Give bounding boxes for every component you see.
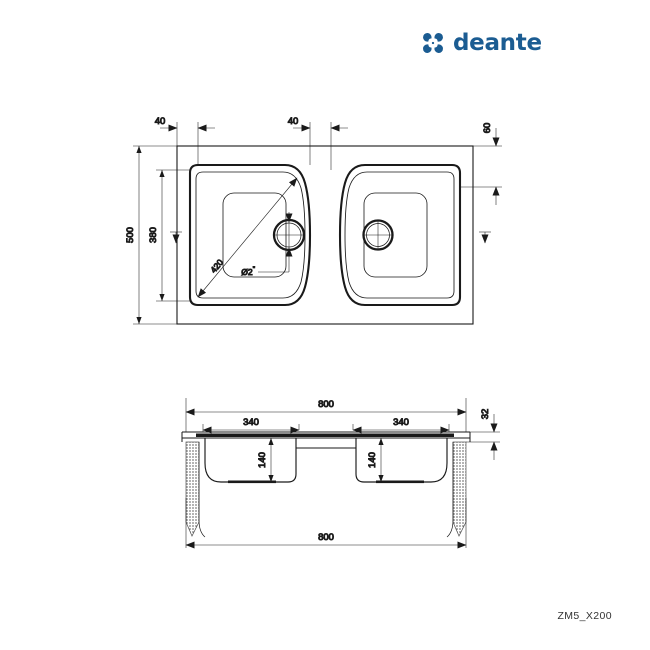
dim-420-diagonal bbox=[197, 177, 298, 298]
dim-label-60: 60 bbox=[482, 123, 493, 134]
part-code-label: ZM5_X200 bbox=[557, 610, 612, 622]
dim-800-top bbox=[185, 398, 467, 432]
right-bowl-base-line bbox=[376, 480, 424, 484]
dim-label-140-right: 140 bbox=[367, 452, 378, 468]
left-bowl-base-line bbox=[228, 480, 276, 484]
center-divider bbox=[295, 438, 357, 449]
deante-pinwheel-icon bbox=[423, 33, 443, 53]
right-drain-hole bbox=[362, 219, 394, 251]
left-bowl-outline bbox=[188, 163, 312, 307]
left-mounting-bracket bbox=[185, 441, 200, 537]
right-mounting-bracket bbox=[452, 441, 467, 537]
right-bowl-outline bbox=[338, 163, 462, 307]
dim-label-800-bottom: 800 bbox=[318, 532, 334, 543]
dim-140-left bbox=[268, 438, 274, 482]
dim-340-left bbox=[202, 424, 300, 434]
dim-800-bottom bbox=[185, 498, 467, 549]
center-tick-right bbox=[479, 231, 491, 244]
top-view: 40 40 60 bbox=[125, 116, 502, 325]
dim-40-left bbox=[160, 122, 215, 165]
left-bowl-section bbox=[204, 438, 297, 483]
dim-label-380: 380 bbox=[148, 227, 159, 243]
dim-label-40-center: 40 bbox=[288, 116, 299, 127]
brand-logo: deante bbox=[420, 26, 560, 60]
dim-140-right bbox=[378, 438, 384, 482]
dim-drain-diameter bbox=[258, 212, 293, 273]
dim-500 bbox=[133, 145, 177, 325]
dim-label-140-left: 140 bbox=[257, 452, 268, 468]
left-drain-hole bbox=[272, 218, 306, 252]
rim-plate bbox=[181, 431, 471, 442]
dim-60-right bbox=[460, 128, 502, 205]
section-view: 800 340 340 32 bbox=[181, 398, 500, 549]
dim-label-800-top: 800 bbox=[318, 399, 334, 410]
dim-32 bbox=[466, 414, 500, 460]
dim-label-40-left: 40 bbox=[155, 116, 166, 127]
center-tick-left bbox=[170, 231, 182, 244]
sink-outer-outline bbox=[176, 145, 474, 325]
brand-name: deante bbox=[453, 29, 542, 56]
dim-label-340-right: 340 bbox=[393, 417, 409, 428]
dim-label-340-left: 340 bbox=[243, 417, 259, 428]
cabinet-skirt-lines bbox=[198, 442, 454, 538]
dim-label-32: 32 bbox=[480, 409, 491, 420]
dim-label-500: 500 bbox=[125, 227, 136, 243]
dim-340-right bbox=[352, 424, 450, 434]
dim-40-center bbox=[293, 122, 348, 170]
dim-label-drain-diameter: Ø2" bbox=[241, 266, 255, 277]
dim-380 bbox=[156, 169, 190, 302]
